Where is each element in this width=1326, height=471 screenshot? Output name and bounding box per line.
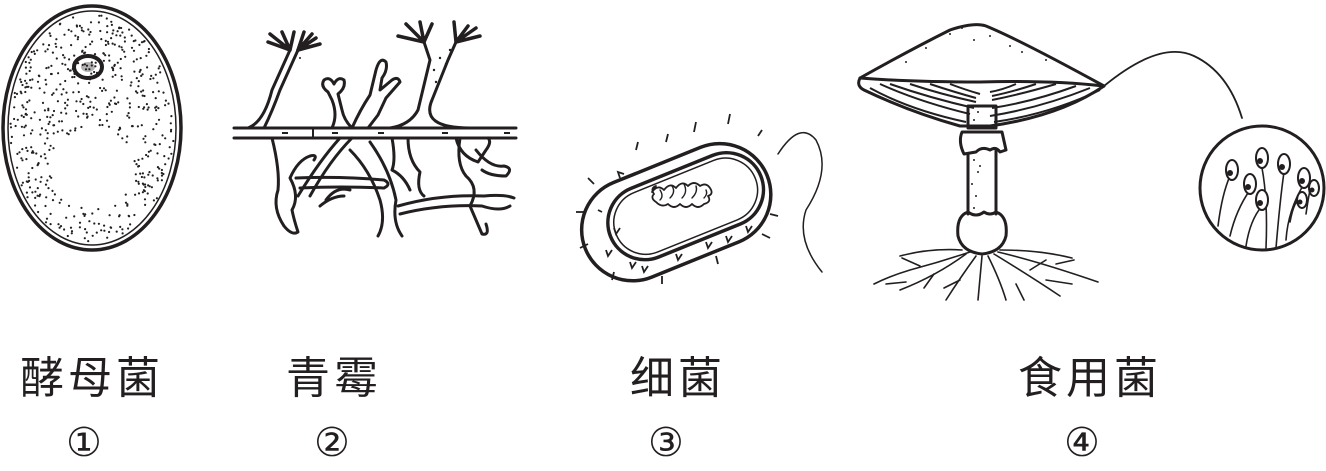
- number-2: ②: [314, 420, 350, 466]
- nucleus-icon: [72, 54, 104, 80]
- yeast-cell-illustration: [1, 4, 183, 252]
- label-bacterium: 细菌: [630, 353, 726, 404]
- panel-mushroom: 食用菌 ④: [850, 0, 1326, 471]
- number-3: ③: [648, 420, 684, 466]
- bacterium-illustration: [576, 113, 823, 284]
- panel-yeast: 酵母菌 ①: [0, 0, 200, 471]
- label-penicillium: 青霉: [286, 353, 382, 404]
- label-mushroom: 食用菌: [1018, 353, 1162, 404]
- panel-bacterium: 细菌 ③: [570, 0, 840, 471]
- number-1: ①: [66, 420, 102, 466]
- panel-penicillium: 青霉 ②: [220, 0, 530, 471]
- label-yeast: 酵母菌: [20, 353, 164, 404]
- mushroom-illustration: [857, 23, 1326, 301]
- number-4: ④: [1064, 420, 1100, 466]
- penicillium-illustration: [232, 20, 518, 238]
